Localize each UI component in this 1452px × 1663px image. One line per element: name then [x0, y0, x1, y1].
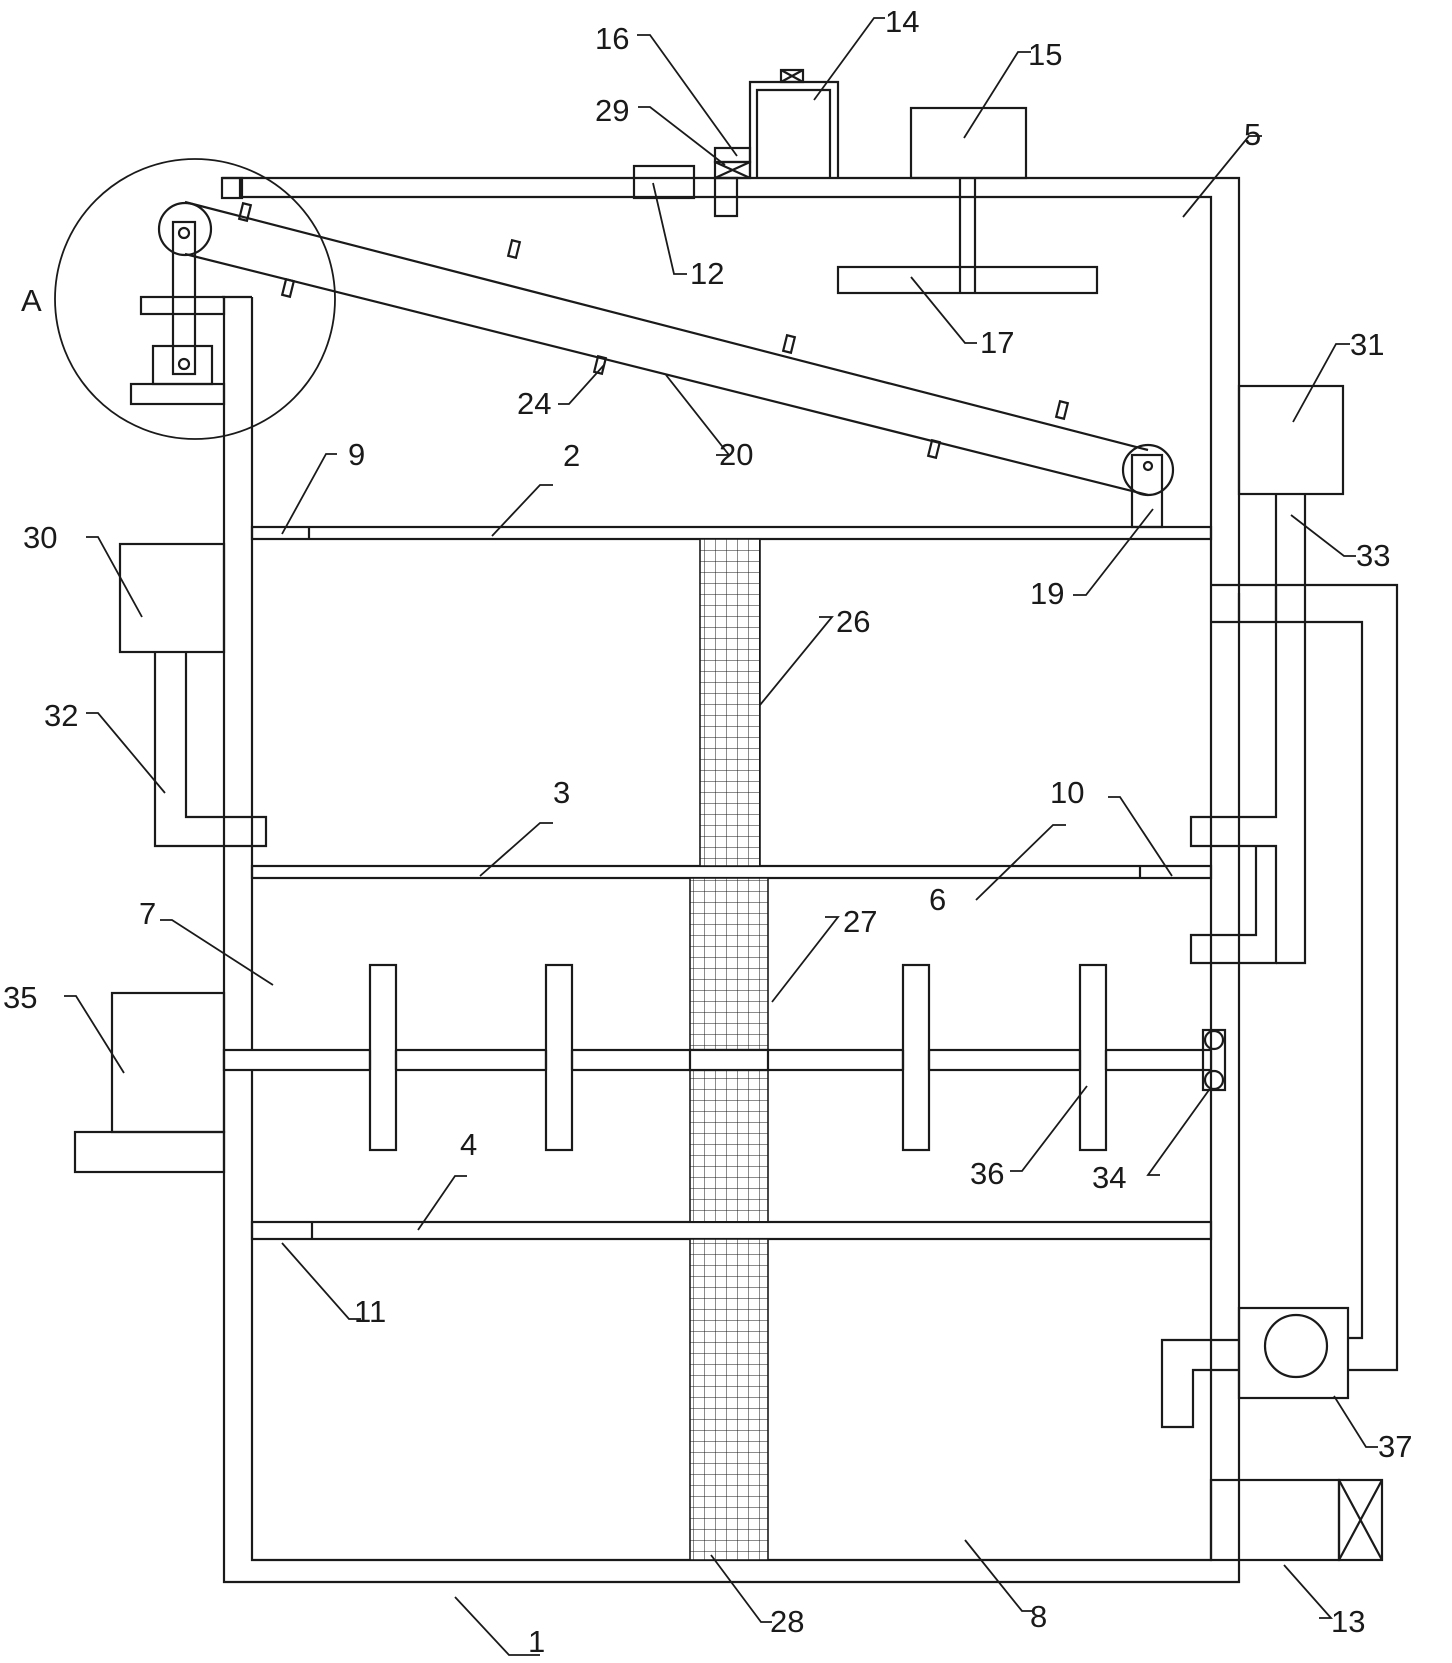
partition-plate-4	[250, 1220, 1213, 1241]
label-36: 36	[970, 1156, 1004, 1191]
label-26: 26	[836, 604, 870, 639]
device-12	[632, 164, 696, 200]
box-31	[1237, 384, 1345, 496]
conveyor-20	[157, 200, 1175, 529]
partition-plate-3	[250, 864, 1213, 880]
label-37: 37	[1378, 1429, 1412, 1464]
label-17: 17	[980, 325, 1014, 360]
discharge-pipe-13	[1209, 1478, 1384, 1562]
callout-labels: A 1 2 3 4 5 6 7 8 9 10 11 12 13 14 15 16…	[3, 4, 1412, 1659]
label-27: 27	[843, 904, 877, 939]
label-20: 20	[719, 437, 753, 472]
motor-15	[909, 106, 1028, 293]
label-7: 7	[139, 896, 156, 931]
box-30	[118, 542, 268, 848]
spray-plate-17	[836, 265, 1099, 295]
pump-37	[1160, 1306, 1350, 1429]
stirring-shaft	[222, 963, 1213, 1152]
label-24: 24	[517, 386, 551, 421]
label-16: 16	[595, 21, 629, 56]
motor-35	[73, 991, 226, 1174]
label-1: 1	[528, 1624, 545, 1659]
label-2: 2	[563, 438, 580, 473]
label-6: 6	[929, 882, 946, 917]
label-35: 35	[3, 980, 37, 1015]
label-32: 32	[44, 698, 78, 733]
return-pipe	[1211, 583, 1399, 1372]
label-19: 19	[1030, 576, 1064, 611]
label-5: 5	[1244, 117, 1261, 152]
filter-mesh-26	[699, 538, 761, 867]
label-13: 13	[1331, 1604, 1365, 1639]
label-3: 3	[553, 775, 570, 810]
leader-lines	[64, 17, 1378, 1656]
partition-plate-2	[250, 525, 1213, 541]
label-14: 14	[885, 4, 919, 39]
pipe-33	[1189, 494, 1307, 965]
label-34: 34	[1092, 1160, 1126, 1195]
label-10: 10	[1050, 775, 1084, 810]
label-28: 28	[770, 1604, 804, 1639]
label-8: 8	[1030, 1599, 1047, 1634]
detail-a	[54, 158, 336, 440]
label-29: 29	[595, 93, 629, 128]
hopper-14	[748, 68, 840, 178]
label-31: 31	[1350, 327, 1384, 362]
label-33: 33	[1356, 538, 1390, 573]
valve-16-29	[713, 146, 752, 218]
label-15: 15	[1028, 37, 1062, 72]
label-30: 30	[23, 520, 57, 555]
label-9: 9	[348, 437, 365, 472]
label-11: 11	[354, 1294, 386, 1329]
bearings-34	[1201, 1028, 1227, 1092]
label-4: 4	[460, 1127, 477, 1162]
detail-a-label: A	[21, 283, 42, 318]
filter-mesh-28	[689, 1238, 769, 1561]
label-12: 12	[690, 256, 724, 291]
